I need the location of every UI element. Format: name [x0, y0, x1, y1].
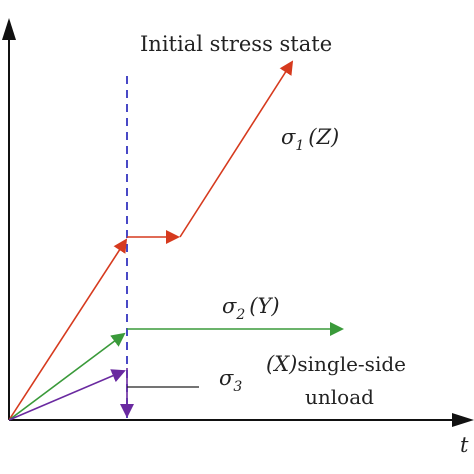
x-axis-label: t: [460, 433, 469, 457]
sigma2-load-segment: [8, 332, 126, 421]
x-axis-arrow-icon: [452, 413, 474, 427]
sigma1-load-segment: [8, 238, 128, 421]
sigma1-rise-segment: [179, 60, 294, 238]
unload-label-line1: (X)single-side: [266, 352, 406, 376]
y-axis-arrow-icon: [2, 18, 16, 40]
sigma3-label: σ3: [219, 366, 242, 395]
sigma1-label: σ1(Z): [281, 125, 339, 154]
title-label: Initial stress state: [140, 32, 332, 56]
unload-label-line2: unload: [305, 385, 374, 409]
sigma3-load-segment: [8, 369, 126, 421]
sigma2-label: σ2(Y): [222, 294, 280, 323]
